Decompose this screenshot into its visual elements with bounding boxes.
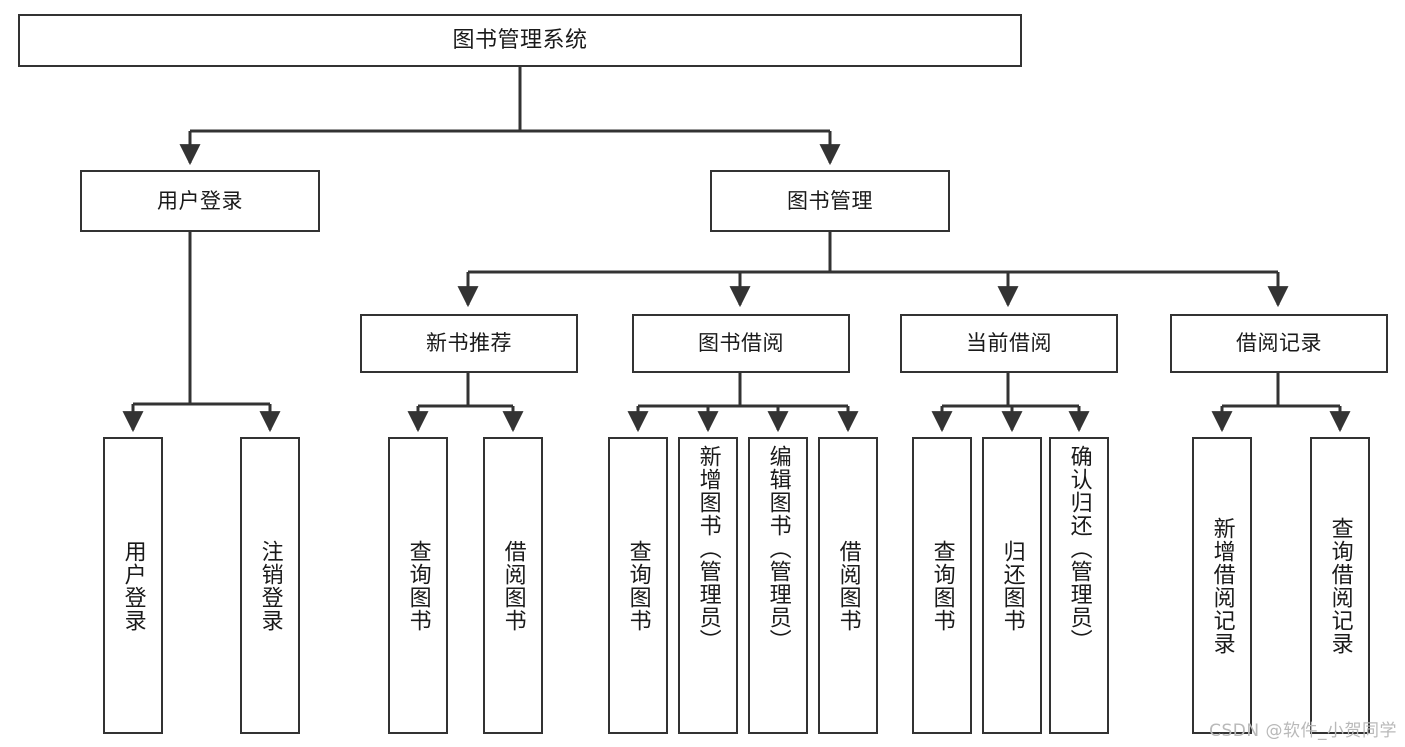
leaf-borrow-book-recommend[interactable]: 借阅图书 [483, 437, 543, 734]
node-book-borrow[interactable]: 图书借阅 [632, 314, 850, 373]
node-label: 归还图书 [999, 539, 1025, 632]
leaf-query-borrow-record[interactable]: 查询借阅记录 [1310, 437, 1370, 734]
node-label: 图书借阅 [698, 331, 784, 356]
node-label: 用户登录 [157, 188, 243, 213]
leaf-return-book[interactable]: 归还图书 [982, 437, 1042, 734]
leaf-query-book-borrow[interactable]: 查询图书 [608, 437, 668, 734]
node-label: 当前借阅 [966, 331, 1052, 356]
leaf-edit-book-admin[interactable]: 编辑图书（管理员） [748, 437, 808, 734]
node-label: 查询借阅记录 [1327, 516, 1353, 655]
node-root-book-management-system[interactable]: 图书管理系统 [18, 14, 1022, 67]
leaf-add-borrow-record[interactable]: 新增借阅记录 [1192, 437, 1252, 734]
leaf-query-book-current[interactable]: 查询图书 [912, 437, 972, 734]
node-label: 注销登录 [257, 539, 283, 632]
node-current-borrow[interactable]: 当前借阅 [900, 314, 1118, 373]
node-label: 用户登录 [120, 539, 146, 632]
node-borrow-record[interactable]: 借阅记录 [1170, 314, 1388, 373]
node-label: 借阅图书 [500, 539, 526, 632]
node-label: 借阅图书 [835, 539, 861, 632]
node-label: 确认归还（管理员） [1066, 445, 1092, 652]
node-new-book-recommend[interactable]: 新书推荐 [360, 314, 578, 373]
node-label: 编辑图书（管理员） [765, 445, 791, 652]
leaf-logout-login[interactable]: 注销登录 [240, 437, 300, 734]
node-label: 借阅记录 [1236, 331, 1322, 356]
node-label: 图书管理 [787, 188, 873, 213]
node-user-login[interactable]: 用户登录 [80, 170, 320, 232]
node-label: 查询图书 [405, 539, 431, 632]
node-label: 图书管理系统 [452, 27, 588, 53]
leaf-query-book-recommend[interactable]: 查询图书 [388, 437, 448, 734]
node-label: 新增图书（管理员） [695, 445, 721, 652]
node-label: 新书推荐 [426, 331, 512, 356]
leaf-add-book-admin[interactable]: 新增图书（管理员） [678, 437, 738, 734]
node-label: 查询图书 [929, 539, 955, 632]
node-label: 查询图书 [625, 539, 651, 632]
leaf-confirm-return-admin[interactable]: 确认归还（管理员） [1049, 437, 1109, 734]
leaf-borrow-book-borrow[interactable]: 借阅图书 [818, 437, 878, 734]
node-book-management[interactable]: 图书管理 [710, 170, 950, 232]
leaf-user-login[interactable]: 用户登录 [103, 437, 163, 734]
watermark-text: CSDN @软件_小贺同学 [1209, 721, 1397, 741]
node-label: 新增借阅记录 [1209, 516, 1235, 655]
